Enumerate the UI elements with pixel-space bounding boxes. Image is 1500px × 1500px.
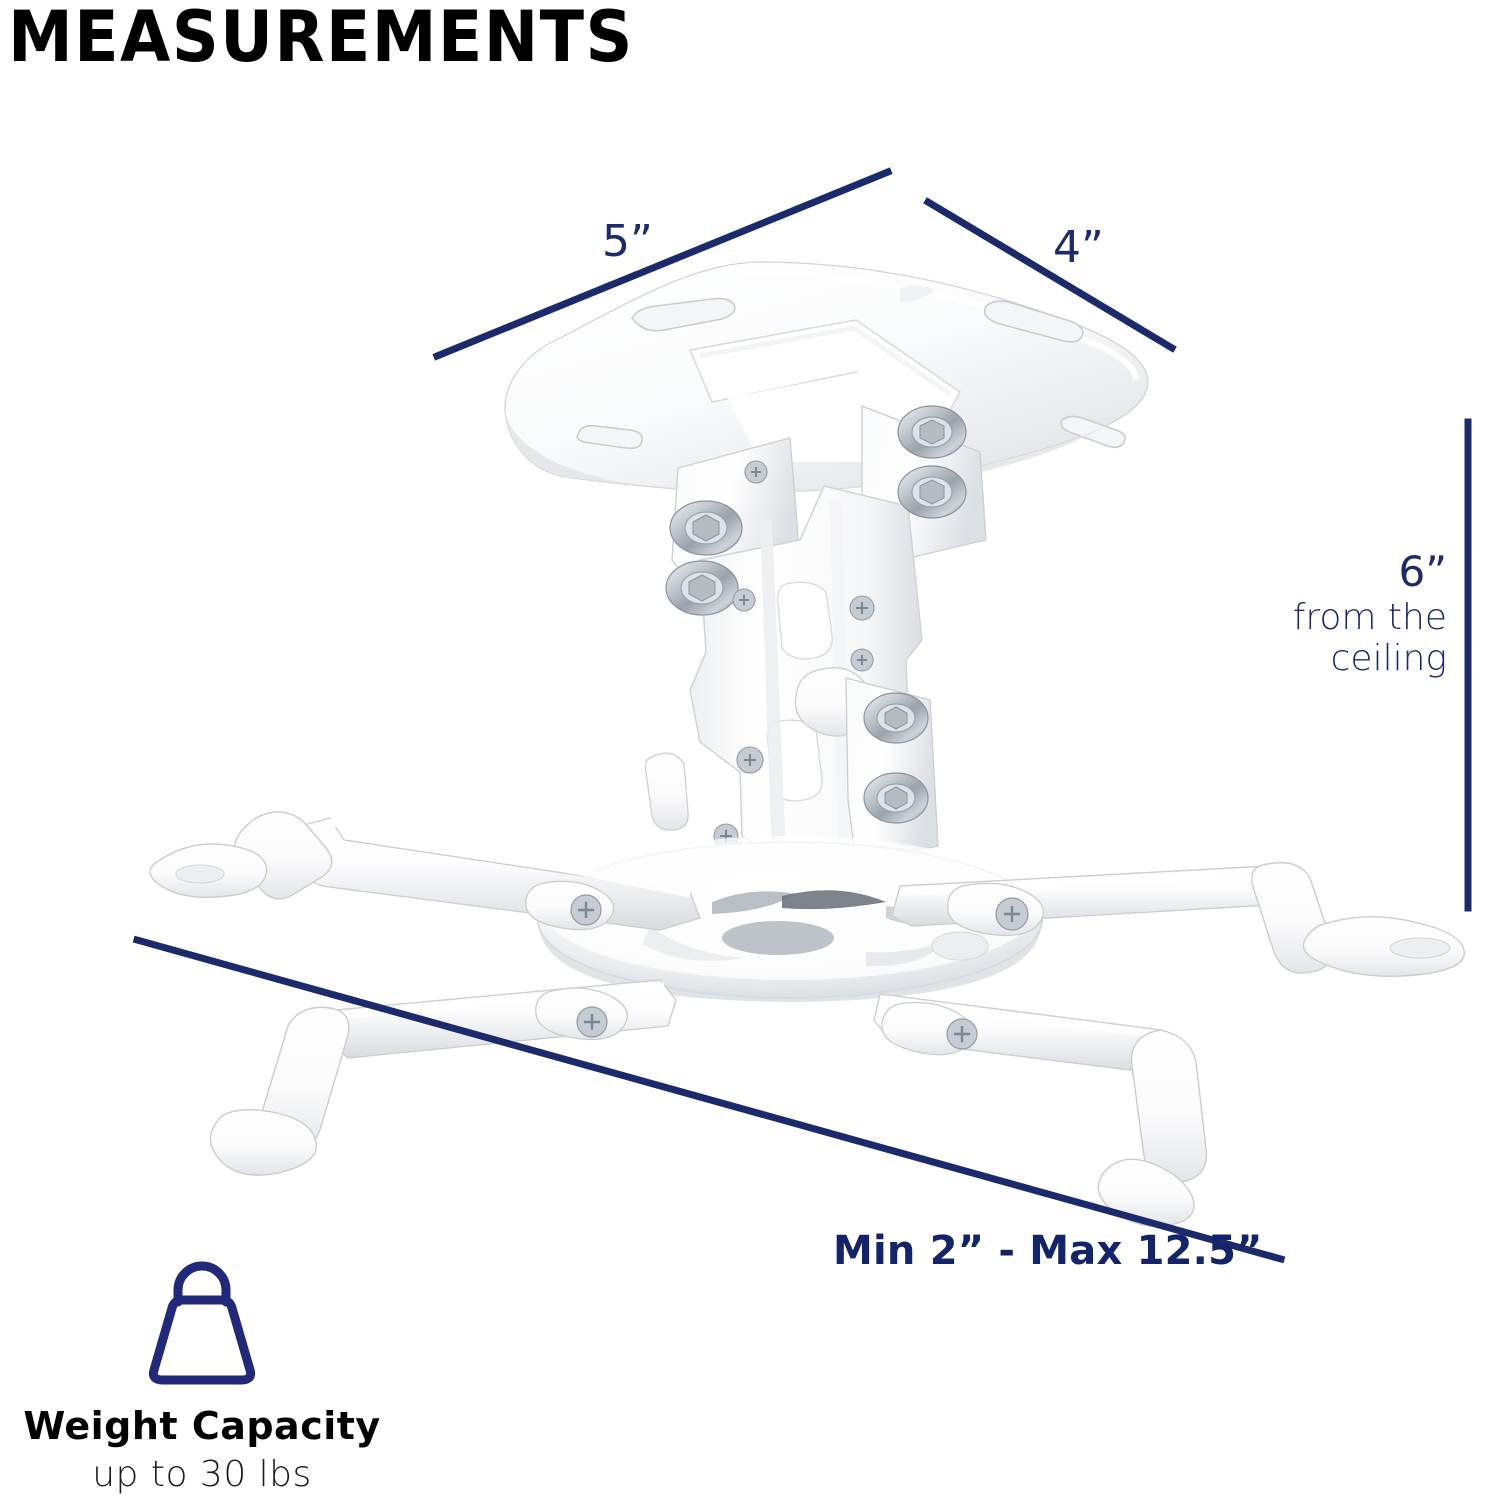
dimension-label-drop-line1: from the — [1292, 596, 1447, 638]
mount-arm-lower-right — [873, 993, 1208, 1227]
dimension-label-extension: Min 2” - Max 12.5” — [833, 1228, 1263, 1274]
ceiling-plate — [504, 261, 1149, 493]
mount-arm-upper-right — [891, 861, 1465, 977]
hardware-bolts — [665, 405, 967, 849]
page-title: MEASUREMENTS — [8, 0, 634, 78]
mount-arm-lower-left — [209, 979, 677, 1176]
weight-capacity-group: Weight Capacity up to 30 lbs — [22, 1256, 382, 1495]
weight-capacity-value: up to 30 lbs — [92, 1454, 312, 1495]
dimension-label-drop-line2: ceiling — [1330, 638, 1447, 680]
dimension-label-width: 4” — [1053, 222, 1104, 273]
drop-column-bracket — [644, 404, 987, 863]
weight-icon — [148, 1261, 256, 1385]
weight-capacity-title: Weight Capacity — [23, 1404, 381, 1448]
mount-arm-upper-left — [149, 811, 701, 931]
dimension-label-drop-value: 6” — [1398, 547, 1447, 596]
dimension-label-drop-group: 6” from the ceiling — [1147, 547, 1447, 680]
dimension-label-depth: 5” — [602, 216, 653, 267]
